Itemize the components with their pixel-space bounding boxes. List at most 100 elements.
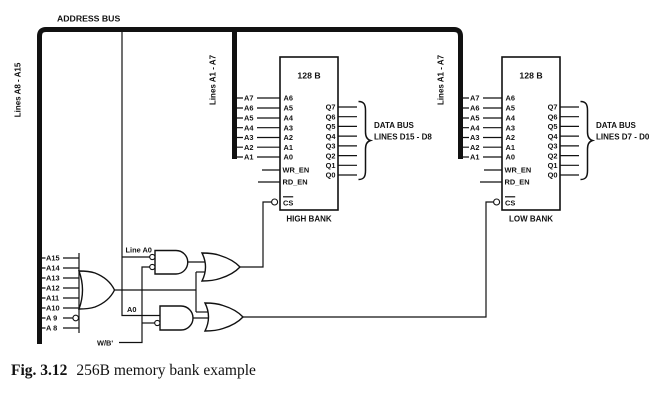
lb-cs-label: CS [505,198,515,207]
or-input-a8: A 8 [46,324,57,333]
lb-pin-a2: A2 [506,133,515,142]
figure-caption-label: Fig. 3.12 [11,362,68,379]
lb-pin-q0: Q0 [548,171,558,180]
or-gate-low [203,302,244,332]
lb-pin-a4: A4 [506,114,516,123]
lb-ext-a3: A3 [470,133,479,142]
and-high-in1-bubble [149,253,156,261]
lb-pin-a0: A0 [506,153,515,162]
figure-caption-text: 256B memory bank example [76,362,256,379]
hb-pin-a1: A1 [284,143,293,152]
low-bank-data-brace [580,100,596,181]
lb-pin-a6: A6 [506,94,515,103]
lb-pin-q3: Q3 [548,142,558,151]
or-input-a9: A 9 [46,314,57,323]
high-bank-chip [279,56,339,211]
hb-data-bus-label-2: LINES D15 - D8 [374,133,432,142]
decoder-gates [72,249,244,332]
figure-caption: Fig. 3.12 256B memory bank example [11,362,256,380]
hb-pin-q0: Q0 [326,171,336,180]
hb-pin-a2: A2 [284,133,293,142]
lb-pin-q6: Q6 [548,112,558,121]
low-bank-name: LOW BANK [509,215,553,224]
low-bank-chip [501,56,561,211]
lb-ext-a5: A5 [470,114,479,123]
hb-ext-a6: A6 [244,104,253,113]
lines-a8-a15-label: Lines A8 - A15 [14,62,23,117]
lb-ext-a7: A7 [470,94,479,103]
lb-ext-a1: A1 [470,153,479,162]
hb-wr-en-label: WR_EN [283,166,310,175]
lb-ext-a2: A2 [470,143,479,152]
hb-pin-q2: Q2 [326,151,336,160]
lb-data-bus-label-1: DATA BUS [596,121,637,130]
lb-pin-a3: A3 [506,123,515,132]
and-gate-high [154,249,189,275]
hb-pin-q7: Q7 [326,103,336,112]
lb-pin-a5: A5 [506,104,515,113]
or-input-a13: A13 [46,274,60,283]
low-bank-size: 128 B [519,71,542,81]
a0-label: A0 [127,305,136,314]
hb-ext-a2: A2 [244,143,253,152]
hb-data-bus-label-1: DATA BUS [374,121,415,130]
high-cs-wire [240,201,272,268]
lb-data-bus-label-2: LINES D7 - D0 [596,133,650,142]
or-gate-high [200,252,241,282]
lb-rd-en-label: RD_EN [505,178,530,187]
lines-a1-a7-high-label: Lines A1 - A7 [209,54,218,105]
and-high-in2-bubble [149,263,156,271]
hb-pin-a0: A0 [284,153,293,162]
lb-pin-q1: Q1 [548,161,558,170]
high-bank-size: 128 B [297,71,320,81]
hb-rd-en-label: RD_EN [283,178,308,187]
low-bank-cs-bubble [493,198,501,206]
hb-pin-q1: Q1 [326,161,336,170]
buses [37,27,463,344]
hb-pin-q4: Q4 [326,132,337,141]
lines-a1-a7-low-label: Lines A1 - A7 [437,54,446,105]
address-bus [37,27,463,344]
wires [42,32,579,344]
hb-ext-a4: A4 [244,123,254,132]
high-bank-data-brace [358,100,374,181]
hb-pin-a4: A4 [284,114,294,123]
lb-pin-q4: Q4 [548,132,559,141]
hb-pin-a3: A3 [284,123,293,132]
or8-gate [77,270,116,310]
hb-cs-label: CS [283,198,293,207]
or-input-a10: A10 [46,304,60,313]
or-input-a12: A12 [46,284,60,293]
lb-pin-q5: Q5 [548,122,558,131]
and-low-in2-bubble [154,319,161,327]
lb-wr-en-label: WR_EN [505,166,532,175]
or-input-a14: A14 [46,264,60,273]
wb-line [119,266,150,344]
hb-pin-q6: Q6 [326,112,336,121]
and-gate-low [159,305,194,331]
line-a0-label: Line A0 [126,245,152,254]
lb-pin-a1: A1 [506,143,515,152]
hb-ext-a3: A3 [244,133,253,142]
or-input-a11: A11 [46,294,59,303]
a0-line [121,32,160,317]
hb-pin-a5: A5 [284,104,293,113]
hb-pin-q3: Q3 [326,142,336,151]
high-bank-cs-bubble [271,198,279,206]
hb-ext-a5: A5 [244,114,253,123]
wb-label: W/B' [97,339,113,348]
low-cs-wire [243,201,494,318]
hb-ext-a7: A7 [244,94,253,103]
lb-ext-a6: A6 [470,104,479,113]
address-bus-label: ADDRESS BUS [57,14,120,24]
lb-ext-a4: A4 [470,123,480,132]
or-input-a15: A15 [46,254,60,263]
high-bank-name: HIGH BANK [286,215,332,224]
hb-pin-q5: Q5 [326,122,336,131]
lb-pin-q7: Q7 [548,103,558,112]
hb-ext-a1: A1 [244,153,253,162]
lb-pin-q2: Q2 [548,151,558,160]
hb-pin-a6: A6 [284,94,293,103]
